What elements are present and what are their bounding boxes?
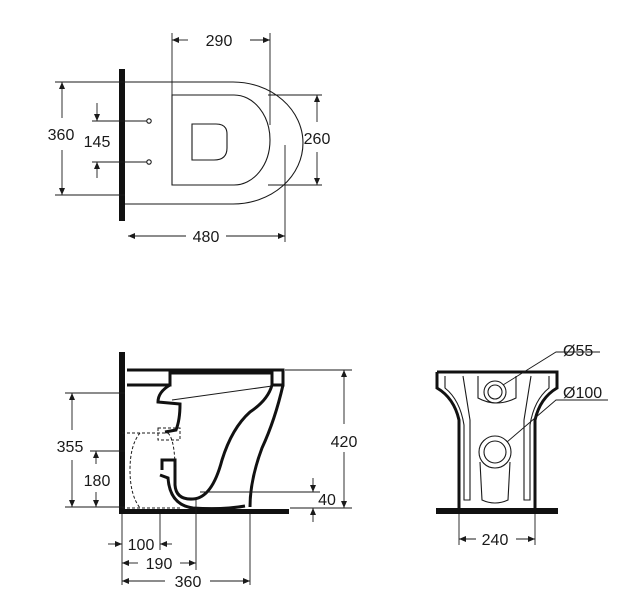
back-outer-outline <box>435 370 559 508</box>
dim-360-label: 360 <box>48 127 75 144</box>
inlet-outer <box>483 380 507 404</box>
dim-180-label: 180 <box>84 473 111 490</box>
inlet-inner <box>487 384 503 400</box>
dim-480-label: 480 <box>193 229 220 246</box>
dim-240-label: 240 <box>482 532 509 549</box>
bowl-rim <box>127 368 285 387</box>
dim-100-label: 100 <box>128 537 155 554</box>
outlet-foot <box>479 461 511 504</box>
floor <box>119 509 289 514</box>
fixing-hole-top <box>146 118 152 124</box>
back-floor <box>436 508 558 514</box>
back-view: Ø55 Ø100 240 <box>435 343 608 549</box>
dim-190-label: 190 <box>146 556 173 573</box>
dim-side360-label: 360 <box>175 574 202 591</box>
outlet-diameter-label: Ø100 <box>563 385 602 402</box>
bowl-outer <box>248 384 285 508</box>
seat-outline <box>171 94 271 186</box>
dim-40-label: 40 <box>318 492 336 509</box>
outlet-inner <box>483 440 507 464</box>
bowl-outline <box>125 81 304 205</box>
connector-socket <box>157 427 181 441</box>
dim-355-label: 355 <box>57 439 84 456</box>
trap-lower <box>159 473 246 511</box>
seat-opening <box>191 123 228 161</box>
bowl-inner-back <box>156 383 182 434</box>
top-wall <box>119 69 125 221</box>
back-inner-right <box>523 375 550 501</box>
outlet-leader <box>506 399 608 443</box>
dim-260-label: 260 <box>304 131 331 148</box>
dim-420-label: 420 <box>331 434 358 451</box>
bowl-slope <box>171 385 273 401</box>
dim-290-label: 290 <box>206 33 233 50</box>
fixing-hole-bottom <box>146 159 152 165</box>
dim-145-label: 145 <box>84 134 111 151</box>
top-view: 290 360 145 260 480 <box>48 33 331 246</box>
side-view: 355 180 420 40 100 190 360 <box>57 352 358 591</box>
outlet-outer <box>478 435 512 469</box>
back-inner-left <box>444 375 471 501</box>
connector-pipe-outline <box>122 432 180 509</box>
bowl-inner <box>160 384 274 501</box>
inlet-leader <box>502 351 600 386</box>
inlet-diameter-label: Ø55 <box>563 343 593 360</box>
